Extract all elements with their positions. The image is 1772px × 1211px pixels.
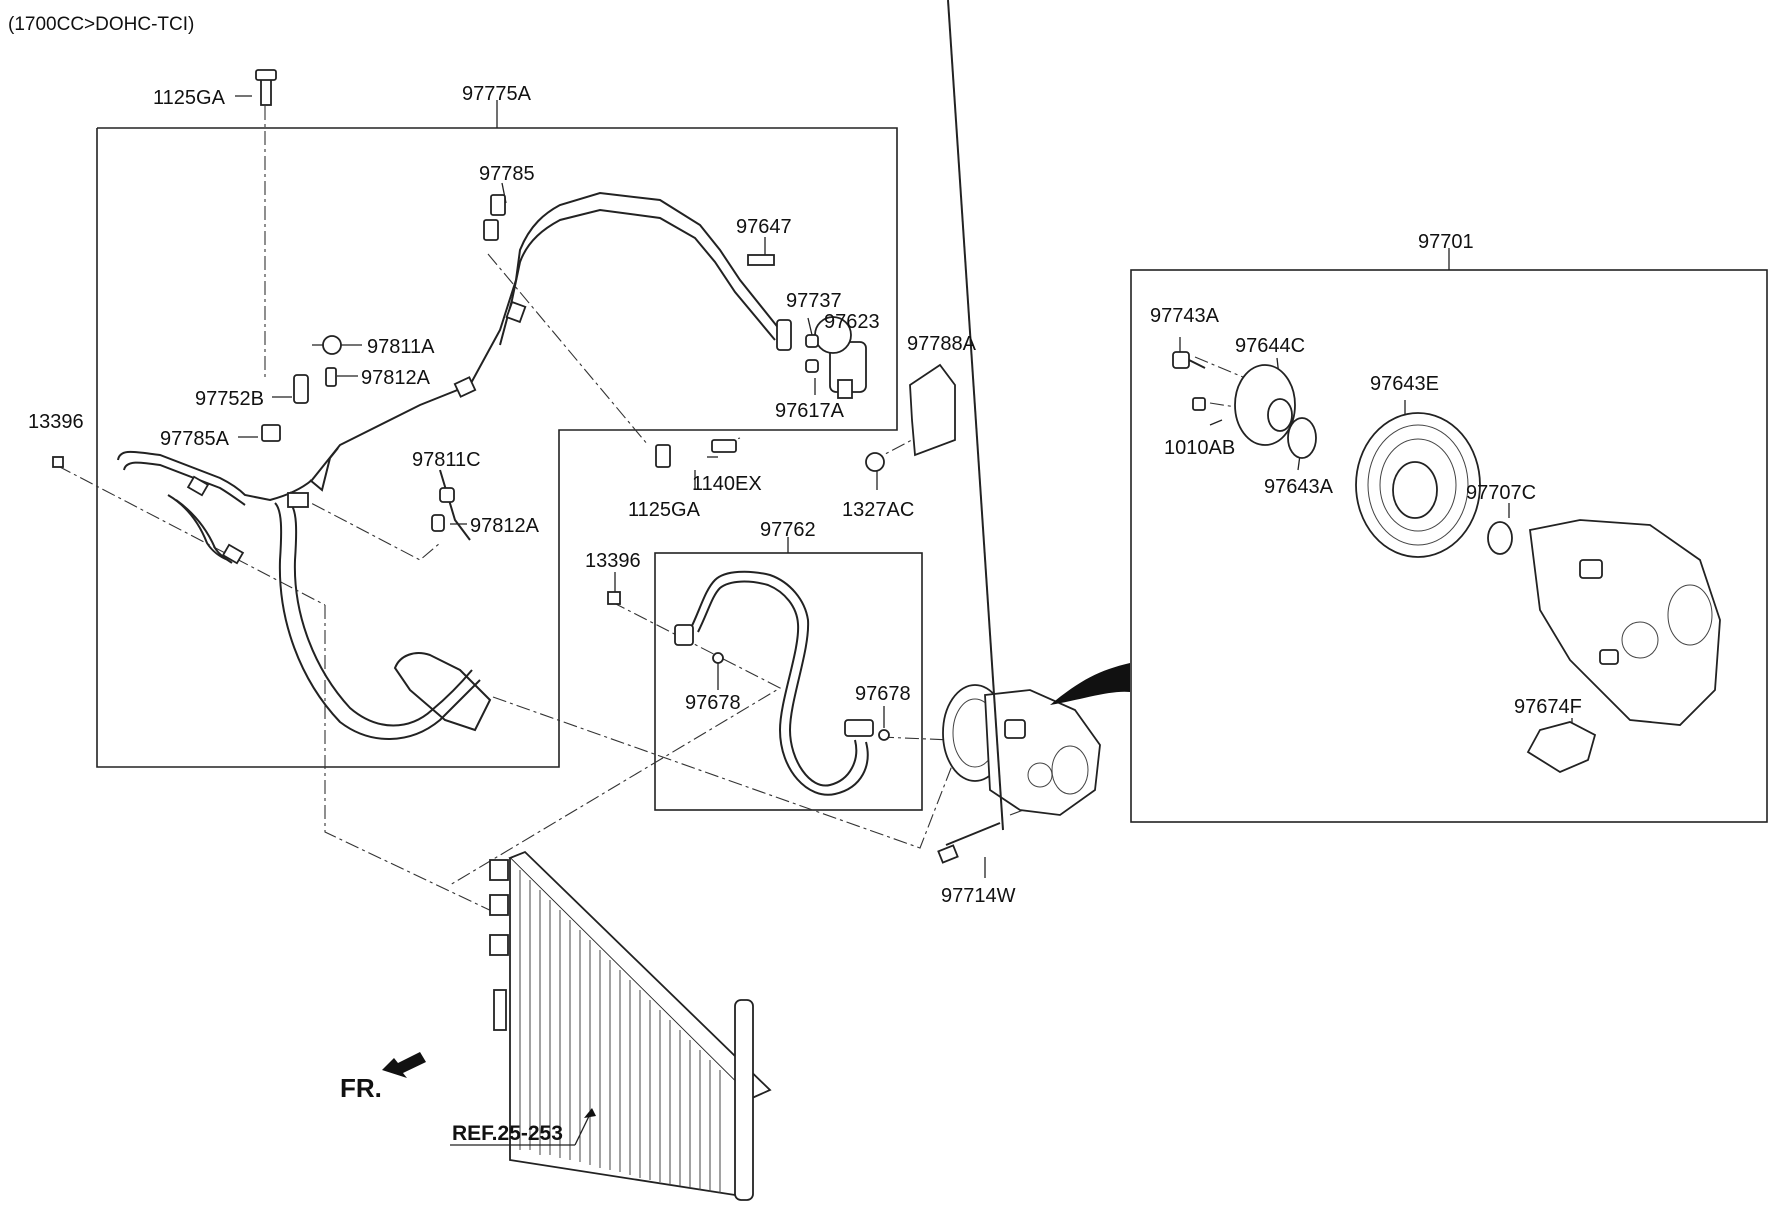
label-97701: 97701 [1418, 231, 1474, 253]
valve-97812A-top [325, 367, 337, 387]
nut-13396-mid [607, 591, 621, 605]
label-97788A: 97788A [907, 333, 977, 355]
valve-97812A-low [431, 514, 445, 532]
clip-97785 [490, 194, 506, 216]
label-97714W: 97714W [941, 885, 1016, 907]
label-97743A: 97743A [1150, 305, 1220, 327]
label-1140EX: 1140EX [692, 473, 762, 495]
compressor-body [1529, 519, 1721, 726]
bolt-97743A [1172, 351, 1190, 369]
label-97707C: 97707C [1466, 482, 1536, 504]
zoom-arrow [1050, 663, 1130, 705]
label-97647: 97647 [736, 216, 792, 238]
label-97643A: 97643A [1264, 476, 1334, 498]
compressor-detail-parts [1172, 351, 1721, 774]
snapring-97643A [1287, 417, 1317, 459]
label-13396-mid: 13396 [585, 550, 641, 572]
clip-97785A [261, 424, 281, 442]
label-97811A: 97811A [367, 336, 435, 358]
label-front: FR. [340, 1073, 382, 1103]
label-97678-right: 97678 [855, 683, 911, 705]
cap-97811C [439, 487, 455, 503]
bolt-1125GA-mid [655, 444, 671, 468]
hose-97762 [607, 570, 890, 796]
label-97617A: 97617A [775, 400, 845, 422]
seal-97707C [1487, 521, 1513, 555]
label-13396-left: 13396 [28, 411, 84, 433]
hose-assembly-97775A [117, 191, 867, 740]
engine-spec-header: (1700CC>DOHC-TCI) [8, 14, 194, 35]
bolt-97647 [747, 254, 775, 266]
cover-97788A [909, 363, 956, 457]
label-97674F: 97674F [1514, 696, 1582, 718]
front-direction-arrow [382, 1052, 426, 1078]
label-97643E: 97643E [1370, 373, 1439, 395]
bolt-1140EX [711, 439, 737, 453]
nut-1327AC [865, 452, 885, 472]
cap-97811A [322, 335, 342, 355]
label-97785A: 97785A [160, 428, 230, 450]
label-97812A-low: 97812A [470, 515, 540, 537]
label-97752B: 97752B [195, 388, 264, 410]
condenser [489, 850, 772, 1201]
label-1010AB: 1010AB [1164, 437, 1235, 459]
group-box-97762 [654, 537, 923, 811]
label-1125GA-top: 1125GA [153, 87, 226, 109]
valve-97674F [1526, 721, 1597, 774]
label-ref: REF.25-253 [452, 1122, 563, 1145]
oring-97678-left [712, 652, 724, 664]
label-1327AC: 1327AC [842, 499, 914, 521]
label-97644C: 97644C [1235, 335, 1305, 357]
switch-97752B [293, 374, 309, 404]
label-97737: 97737 [786, 290, 842, 312]
bolt-1010AB [1192, 397, 1206, 411]
ref-arrow [450, 1108, 596, 1146]
label-97678-left: 97678 [685, 692, 741, 714]
nut-13396-left [52, 456, 64, 468]
oring-97678-right [878, 729, 890, 741]
label-97623: 97623 [824, 311, 880, 333]
group-box-97775A [96, 100, 898, 768]
label-97762: 97762 [760, 519, 816, 541]
label-97785: 97785 [479, 163, 535, 185]
label-1125GA-mid: 1125GA [628, 499, 701, 521]
label-97775A: 97775A [462, 83, 532, 105]
label-97811C: 97811C [412, 449, 481, 471]
bolt-1125GA-top [260, 76, 272, 106]
compressor-small [942, 663, 1130, 816]
bolt-97714W [937, 0, 1004, 864]
group-box-97701 [1130, 248, 1768, 823]
small-fittings [52, 69, 956, 532]
label-97812A-top: 97812A [361, 367, 431, 389]
